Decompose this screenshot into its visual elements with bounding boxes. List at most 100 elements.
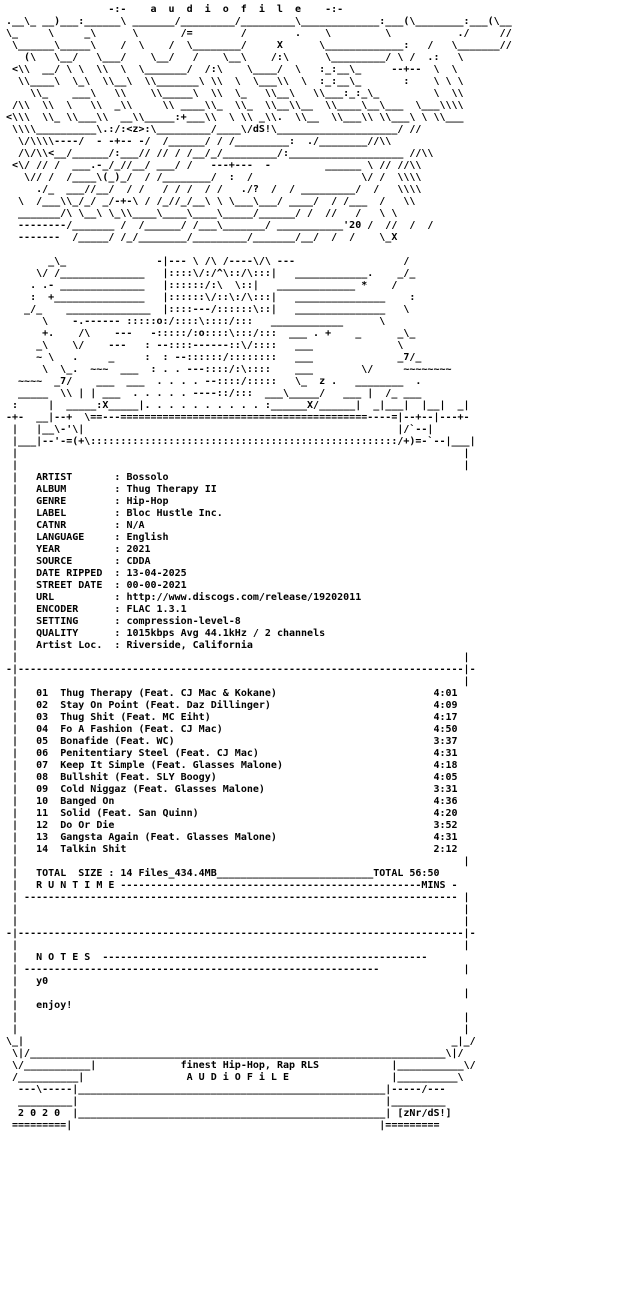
ascii-building-line: \ -.------ :::::o:/::::\::::/::: _______… xyxy=(6,316,386,327)
footer-art: \|/_____________________________________… xyxy=(6,1048,464,1059)
ascii-building-line: . .- ______________ |::::::/:\ \::| ____… xyxy=(6,280,398,291)
track-number: 06 xyxy=(36,748,49,759)
ascii-logo-line: _______/\ \__\ \_\\____\____\____\_____/… xyxy=(6,208,398,219)
info-label: GENRE xyxy=(36,496,115,507)
footer-art: ---\-----|______________________________… xyxy=(6,1084,446,1095)
frame-edge: | | xyxy=(6,676,470,687)
track-number: 05 xyxy=(36,736,49,747)
footer-year: 2 0 2 0 xyxy=(18,1108,61,1119)
track-number: 14 xyxy=(36,844,49,855)
info-row: | ENCODER : FLAC 1.3.1 xyxy=(6,604,187,615)
ascii-logo-line: /\\ \\ \ \\ _\\ \\ ____\\_ \\_ \\__\\__ … xyxy=(6,100,464,111)
info-value: 00-00-2021 xyxy=(126,580,187,591)
ascii-logo-line: \______\_____\ / \ / \________/ X \_____… xyxy=(6,40,512,51)
notes-heading: N O T E S ------------------------------… xyxy=(36,952,428,963)
track-number: 01 xyxy=(36,688,49,699)
ascii-building-line: \/ /______________ |::::\/:/^\::/\:::| _… xyxy=(6,268,416,279)
ascii-logo-line: \_ \ _\ \ /= / . \ \ ./ // xyxy=(6,28,512,39)
track-title: Banged On xyxy=(60,796,115,807)
info-value: Thug Therapy II xyxy=(126,484,217,495)
info-row: | ARTIST : Bossolo xyxy=(6,472,169,483)
ascii-logo-line: \// / /____\(_)_/ / /________/ : / \/ / … xyxy=(6,172,422,183)
info-value: CDDA xyxy=(126,556,151,567)
track-title: Bullshit (Feat. SLY Boogy) xyxy=(60,772,217,783)
track-row: | 08 Bullshit (Feat. SLY Boogy) 4:05 xyxy=(6,772,458,783)
track-title: Fo A Fashion (Feat. CJ Mac) xyxy=(60,724,223,735)
frame-edge: | | xyxy=(6,916,470,927)
track-number: 07 xyxy=(36,760,49,771)
frame-edge: | | xyxy=(6,940,470,951)
info-row: | LANGUAGE : English xyxy=(6,532,169,543)
notes-line: | y0 xyxy=(6,976,49,987)
ascii-building-line: : +_______________ |::::::\/::\:/\:::| _… xyxy=(6,292,416,303)
frame-edge: | | xyxy=(6,448,470,459)
track-row: | 10 Banged On 4:36 xyxy=(6,796,458,807)
notes-heading-line: | N O T E S ----------------------------… xyxy=(6,952,428,963)
frame-edge: | | xyxy=(6,652,470,663)
track-time: 4:05 xyxy=(433,772,458,783)
ascii-logo-line: ------- /_____/ /_/________/_________/__… xyxy=(6,232,398,243)
info-label: CATNR xyxy=(36,520,115,531)
track-number: 10 xyxy=(36,796,49,807)
frame-edge: | | xyxy=(6,856,470,867)
track-row: | 12 Do Or Die 3:52 xyxy=(6,820,458,831)
track-number: 11 xyxy=(36,808,49,819)
info-label: DATE RIPPED xyxy=(36,568,115,579)
frame-edge: | | xyxy=(6,904,470,915)
ascii-logo-line: /\/\\<__/______/:___// // / /__/_/______… xyxy=(6,148,434,159)
info-label: STREET DATE xyxy=(36,580,115,591)
ascii-frame-line: | |__\-'\| |/`--| xyxy=(6,424,434,435)
info-label: ALBUM xyxy=(36,484,115,495)
info-row: | DATE RIPPED : 13-04-2025 xyxy=(6,568,187,579)
ascii-logo-line: ./_ ___//__/ / / / / / / / ./? / / _____… xyxy=(6,184,422,195)
track-title: Talkin Shit xyxy=(60,844,127,855)
footer-group: A U D i O F i L E xyxy=(186,1072,289,1083)
footer-art: \_| _|_/ xyxy=(6,1036,476,1047)
footer-art: _________| |_________ xyxy=(6,1096,446,1107)
track-number: 08 xyxy=(36,772,49,783)
frame-edge: | --------------------------------------… xyxy=(6,964,470,975)
track-time: 4:09 xyxy=(433,700,458,711)
ascii-frame-top: : | _____:X_____|. . . . . . . . . . :__… xyxy=(6,400,624,448)
ascii-logo-line: <\\ __/ \ \ \\ \ \_______/ /:\ \____/ \ … xyxy=(6,64,470,75)
track-time: 3:52 xyxy=(433,820,458,831)
ascii-logo-line: \/\\\\----/ - -+-- -/ /______/ / /______… xyxy=(6,136,392,147)
info-value: 1015kbps Avg 44.1kHz / 2 channels xyxy=(126,628,326,639)
info-row: | LABEL : Bloc Hustle Inc. xyxy=(6,508,223,519)
ascii-building-art: _\_ -|--- \ /\ /----\/\ --- / \/ /______… xyxy=(6,256,624,400)
track-title: Bonafide (Feat. WC) xyxy=(60,736,175,747)
divider: -|--------------------------------------… xyxy=(6,664,476,675)
track-row: | 14 Talkin Shit 2:12 xyxy=(6,844,458,855)
info-label: LANGUAGE xyxy=(36,532,115,543)
track-title: Thug Shit (Feat. MC Eiht) xyxy=(60,712,211,723)
track-time: 4:18 xyxy=(433,760,458,771)
info-row: | URL : http://www.discogs.com/release/1… xyxy=(6,592,362,603)
total-size-line: | TOTAL SIZE : 14 Files_434.4MB_________… xyxy=(6,868,440,879)
frame-edge: | | xyxy=(6,460,470,471)
footer-art: =========| |========= xyxy=(6,1120,440,1131)
frame-edge: | | xyxy=(6,1024,470,1035)
info-label: URL xyxy=(36,592,115,603)
footer-credit: [zNr/dS!] xyxy=(397,1108,452,1119)
ascii-building-line: _____ \\ | | ___ . . . . . ----::/::: __… xyxy=(6,388,422,399)
info-label: ENCODER xyxy=(36,604,115,615)
info-row: | STREET DATE : 00-00-2021 xyxy=(6,580,187,591)
ascii-frame-line: -+- __|--+ \==---=======================… xyxy=(6,412,470,423)
ascii-building-line: ~~~~ _7/ ___ ___ . . . . --::::/::::: \_… xyxy=(6,376,422,387)
notes-line: | enjoy! xyxy=(6,1000,73,1011)
track-title: Keep It Simple (Feat. Glasses Malone) xyxy=(60,760,283,771)
footer-group-line: /__________| A U D i O F i L E |________… xyxy=(6,1072,464,1083)
track-row: | 07 Keep It Simple (Feat. Glasses Malon… xyxy=(6,760,458,771)
ascii-logo-art: .__\_ __)___:______\ _______/_________/_… xyxy=(6,16,624,244)
track-time: 4:31 xyxy=(433,748,458,759)
info-label: ARTIST xyxy=(36,472,115,483)
ascii-logo-line: (\ \__/ \___/ \__/ / \__\ /:\ \_________… xyxy=(6,52,464,63)
track-title: Thug Therapy (Feat. CJ Mac & Kokane) xyxy=(60,688,277,699)
info-value: Bloc Hustle Inc. xyxy=(126,508,223,519)
info-row: | CATNR : N/A xyxy=(6,520,145,531)
info-value: Riverside, California xyxy=(126,640,253,651)
ascii-frame-line: |___|--'-=(+\:::::::::::::::::::::::::::… xyxy=(6,436,476,447)
track-number: 13 xyxy=(36,832,49,843)
info-label: SETTING xyxy=(36,616,115,627)
track-row: | 02 Stay On Point (Feat. Daz Dillinger)… xyxy=(6,700,458,711)
